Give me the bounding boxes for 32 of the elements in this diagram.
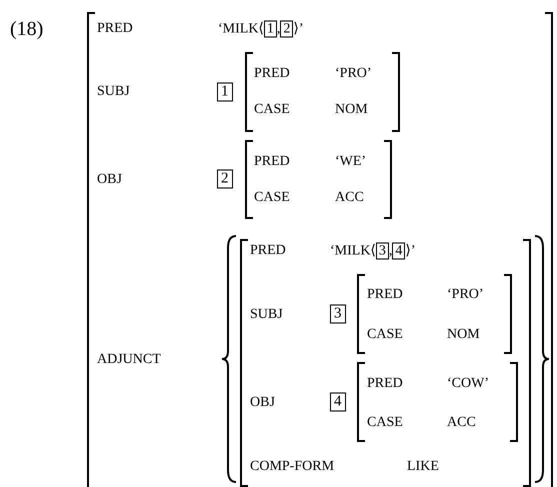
feature-value: ‘PRO’ bbox=[335, 67, 372, 81]
feature-name: SUBJ bbox=[97, 85, 130, 99]
feature-name: CASE bbox=[367, 328, 403, 342]
index-tag: 1 bbox=[217, 82, 232, 102]
feature-name: CASE bbox=[254, 191, 290, 205]
index-tag: 2 bbox=[217, 170, 232, 188]
feature-name: CASE bbox=[367, 416, 403, 430]
feature-name: PRED bbox=[367, 377, 403, 391]
feature-value: NOM bbox=[447, 328, 480, 342]
feature-name: PRED bbox=[97, 22, 133, 36]
feature-name: PRED bbox=[250, 244, 286, 258]
feature-name: CASE bbox=[254, 103, 290, 117]
feature-value: ‘COW’ bbox=[447, 377, 489, 391]
feature-name: SUBJ bbox=[250, 308, 283, 322]
feature-name: OBJ bbox=[97, 173, 122, 187]
feature-name: ADJUNCT bbox=[97, 353, 161, 367]
feature-value: NOM bbox=[335, 103, 368, 117]
feature-value: LIKE bbox=[407, 460, 439, 474]
feature-name: OBJ bbox=[250, 396, 275, 410]
feature-value: ‘PRO’ bbox=[447, 288, 484, 302]
feature-value: ‘WE’ bbox=[335, 155, 366, 169]
feature-value: ACC bbox=[447, 416, 476, 430]
example-number: (18) bbox=[10, 19, 44, 39]
index-tag: 3 bbox=[330, 304, 346, 324]
feature-name: PRED bbox=[254, 67, 290, 81]
feature-value: ACC bbox=[335, 191, 364, 205]
index-tag: 4 bbox=[330, 392, 346, 412]
feature-name: COMP-FORM bbox=[250, 460, 334, 474]
predicate-value: ‘MILK⟨ 3 , 4 ⟩’ bbox=[330, 242, 416, 260]
feature-name: PRED bbox=[254, 155, 290, 169]
predicate-value: ‘MILK⟨ 1 , 2 ⟩’ bbox=[218, 20, 304, 38]
feature-name: PRED bbox=[367, 288, 403, 302]
